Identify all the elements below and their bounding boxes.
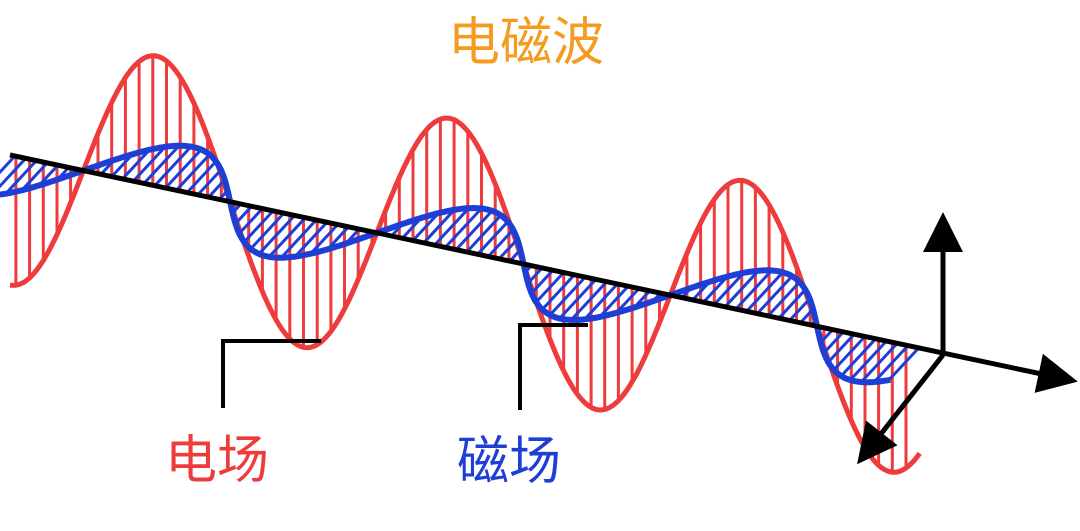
magnetic-field-vector xyxy=(767,280,801,317)
magnetic-field-vector xyxy=(498,238,519,260)
magnetic-field-vector xyxy=(444,207,483,249)
electric-field-wave xyxy=(9,53,922,475)
magnetic-field-vector xyxy=(280,218,318,259)
electric-field-leader-line xyxy=(221,339,321,408)
magnetic-field-label: 磁场 xyxy=(457,432,562,492)
magnetic-field-vector xyxy=(433,207,470,247)
magnetic-field-vector xyxy=(777,288,807,320)
magnetic-field-vector xyxy=(4,159,38,195)
magnetic-field-vector xyxy=(411,212,440,242)
magnetic-field-vector xyxy=(243,209,275,244)
magnetic-field-vector xyxy=(822,330,845,354)
magnetic-field-vector xyxy=(873,344,910,384)
magnetic-field-vector xyxy=(713,271,745,306)
magnetic-field-vector xyxy=(788,297,811,322)
magnetic-field-vector xyxy=(121,148,151,180)
magnetic-field-hatching xyxy=(0,144,920,384)
magnetic-field-vector xyxy=(840,337,877,378)
diagonal-axis-arrow xyxy=(857,353,945,465)
magnetic-field-vector xyxy=(570,280,608,321)
magnetic-field-vector xyxy=(422,208,456,244)
magnetic-field-vector xyxy=(487,228,515,258)
magnetic-field-vector xyxy=(309,223,339,255)
magnetic-field-vector xyxy=(702,275,729,304)
diagram-title: 电磁波 xyxy=(448,13,605,73)
magnetic-field-vector xyxy=(598,285,630,318)
magnetic-field-vector xyxy=(849,339,888,382)
magnetic-field-vector xyxy=(196,168,223,196)
electric-field-hatching xyxy=(14,55,908,473)
magnetic-field-vector xyxy=(558,278,597,320)
magnetic-field-vector xyxy=(723,269,760,308)
magnetic-field-vector xyxy=(455,209,494,251)
magnetic-field-vector xyxy=(827,333,856,364)
magnetic-field-vector xyxy=(583,282,619,321)
magnetic-field-vector xyxy=(476,220,509,256)
magnetic-field-vector xyxy=(860,342,899,384)
magnetic-field-vector xyxy=(548,276,587,317)
magnetic-field-vector xyxy=(234,205,253,225)
magnetic-field-vector xyxy=(20,161,49,192)
magnetic-field-vector xyxy=(745,271,784,313)
coordinate-axes-icon xyxy=(857,212,963,465)
magnetic-field-vector xyxy=(142,144,181,185)
magnetic-field-wave xyxy=(0,142,891,386)
magnetic-field-vector xyxy=(132,145,167,183)
magnetic-field-vector xyxy=(153,145,193,187)
magnetic-field-vector xyxy=(207,178,226,199)
magnetic-field-vector xyxy=(887,346,920,382)
magnetic-field-vector xyxy=(238,207,264,235)
magnetic-field-vector xyxy=(268,216,307,258)
magnetic-field-vector xyxy=(175,153,211,192)
magnetic-field-vector xyxy=(756,275,794,315)
propagation-axis xyxy=(9,152,1078,393)
magnetic-field-vector xyxy=(541,273,576,311)
magnetic-field-vector xyxy=(734,269,773,311)
electric-field-label: 电场 xyxy=(165,431,270,491)
magnetic-field-vector xyxy=(257,214,296,255)
magnetic-field-vector xyxy=(249,212,285,250)
magnetic-field-vector xyxy=(185,160,218,194)
magnetic-field-vector xyxy=(832,335,867,371)
magnetic-field-vector xyxy=(530,269,555,295)
magnetic-field-leader-line xyxy=(518,323,588,410)
magnetic-field-vector xyxy=(164,148,203,190)
magnetic-field-vector xyxy=(465,214,502,254)
magnetic-field-vector xyxy=(294,221,328,258)
magnetic-field-vector xyxy=(0,157,27,189)
magnetic-field-vector xyxy=(0,154,17,175)
magnetic-field-vector xyxy=(535,271,565,304)
